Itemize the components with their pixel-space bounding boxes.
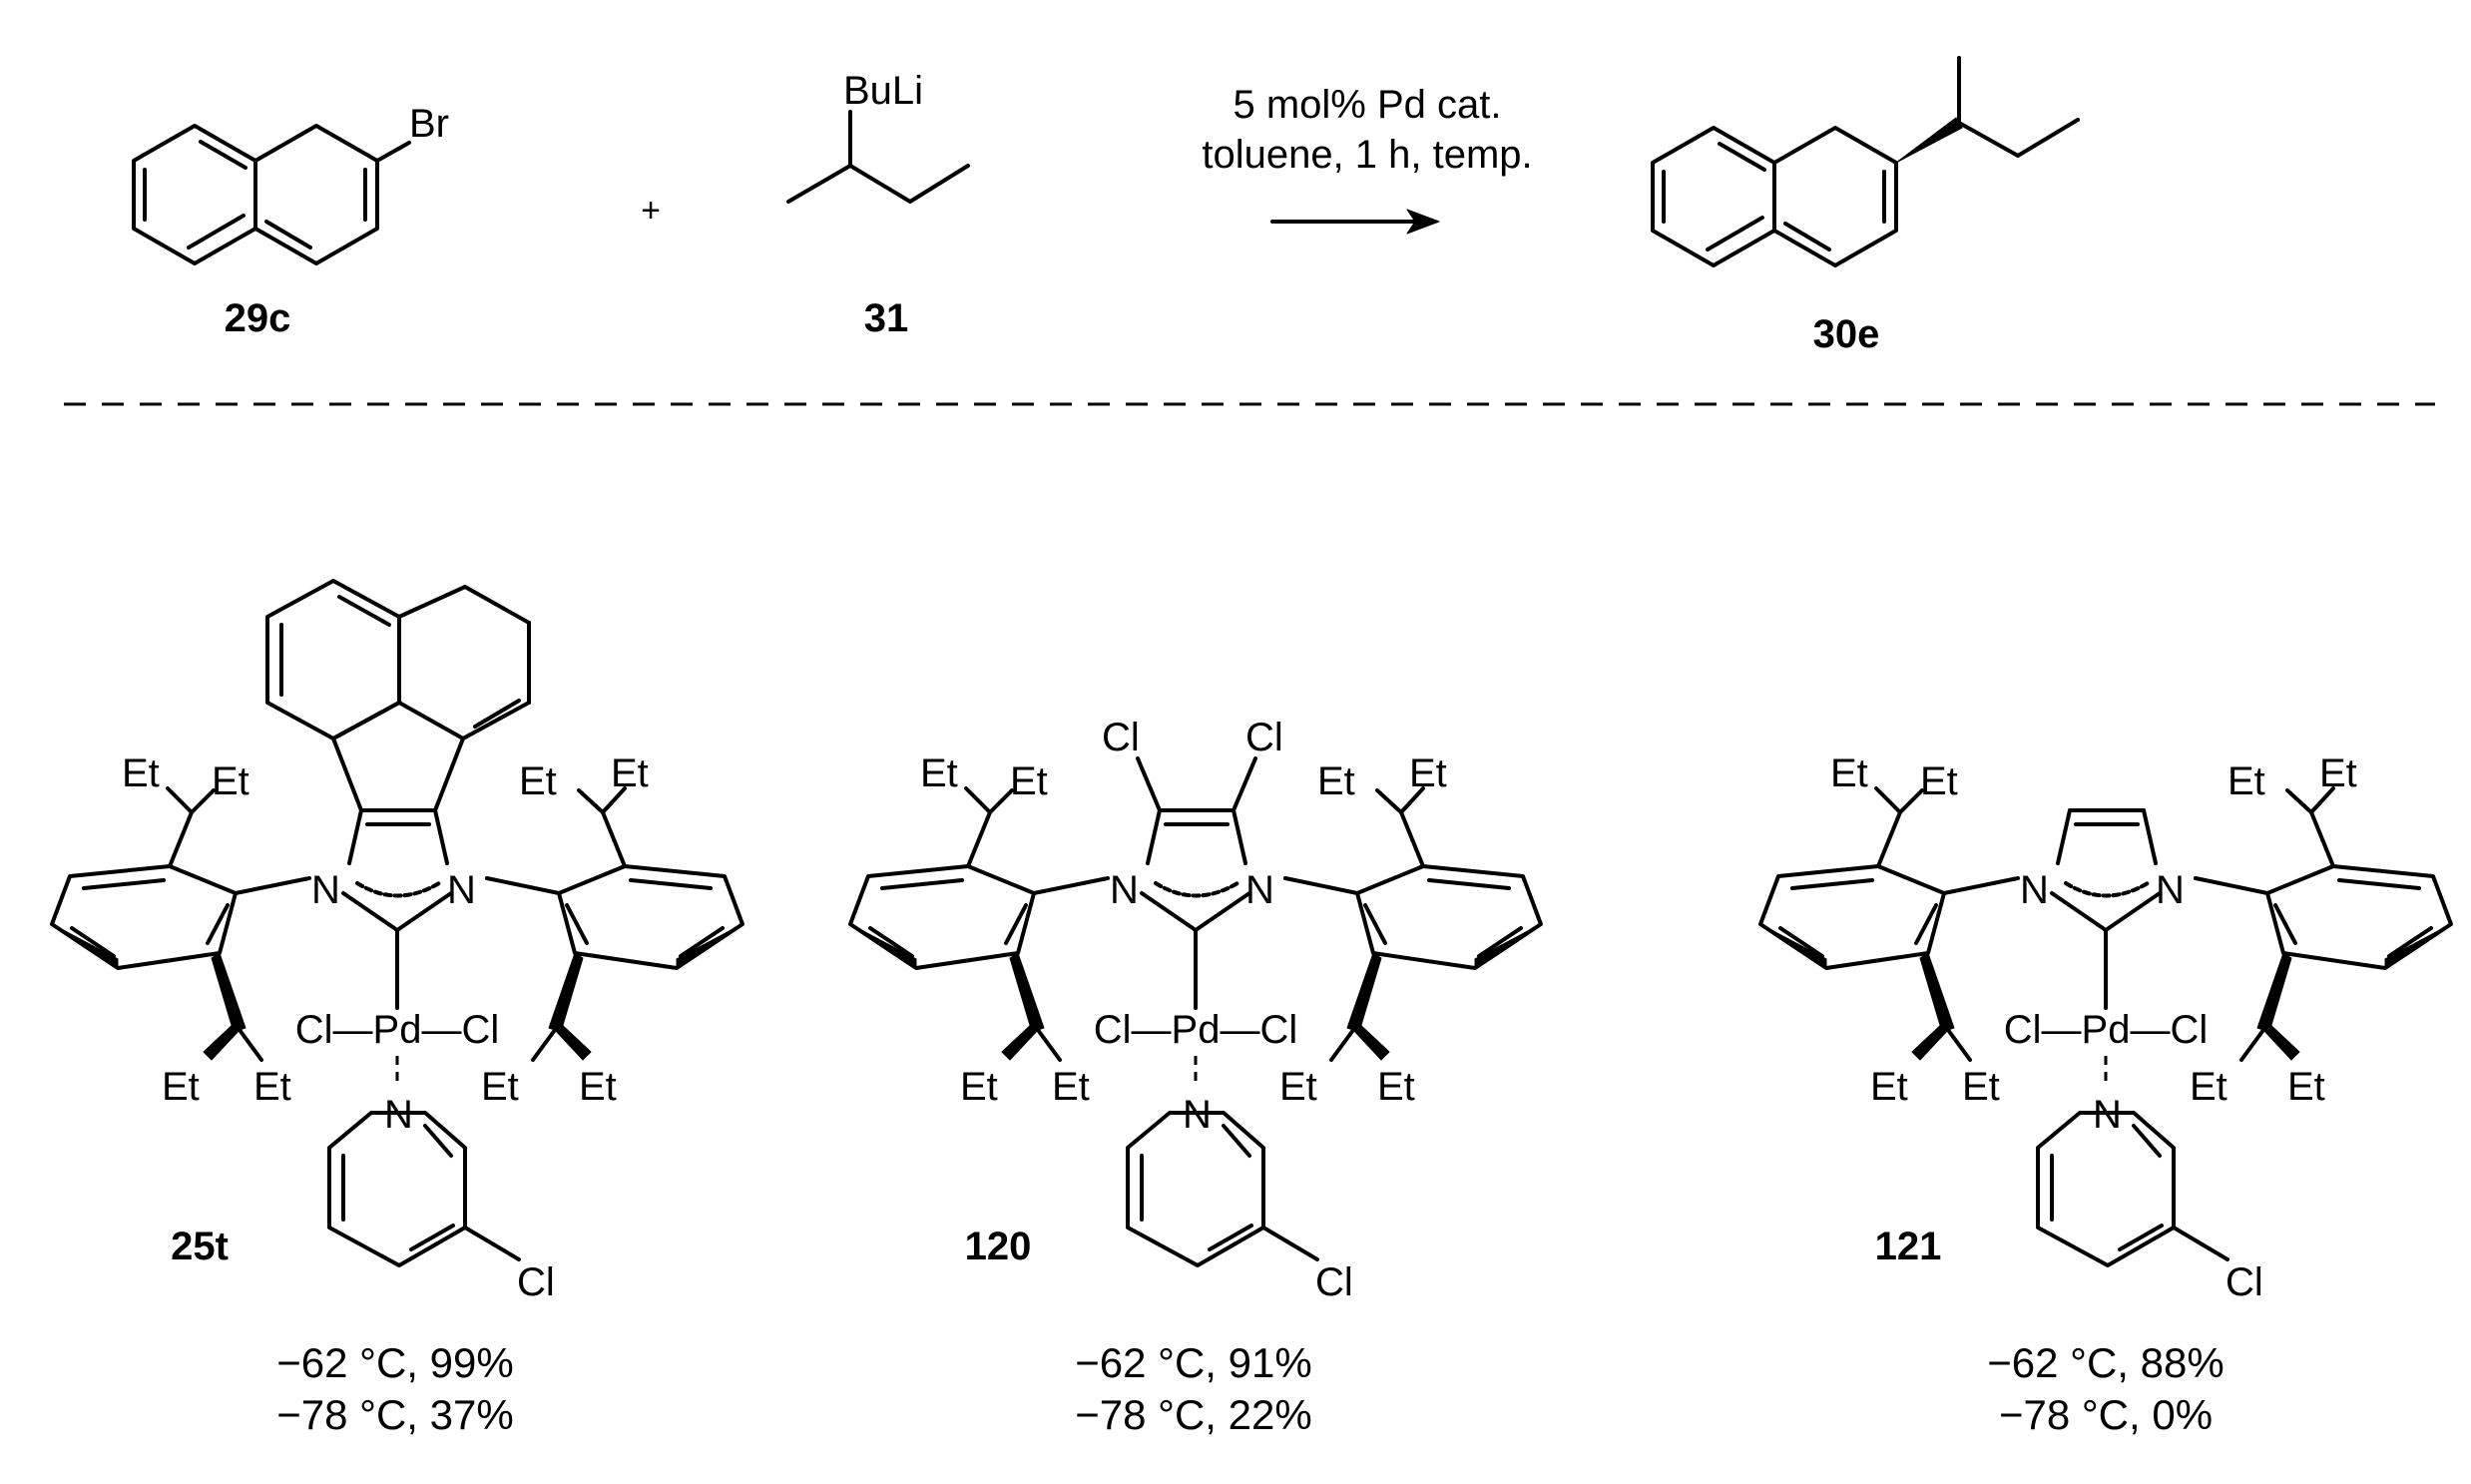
result-121-line-1: −62 °C, 88% [1987,1339,2224,1386]
conditions-line-2: toluene, 1 h, temp. [1202,133,1532,177]
atom-et: Et [1377,1065,1415,1109]
atom-cl: Cl [1315,1260,1353,1304]
atom-n: N [2156,868,2185,912]
atom-et: Et [253,1065,291,1109]
atom-n: N [2020,868,2049,912]
atom-et: Et [122,751,160,795]
atom-n: N [1245,868,1274,912]
compound-label-29c: 29c [225,296,291,340]
catalyst-120: Et Et Et Et N N Cl Cl Et Et Et [848,716,1543,1304]
atom-et: Et [1010,759,1048,803]
atom-n: N [1110,868,1139,912]
compound-label-31: 31 [864,296,909,340]
atom-cl: Cl [1245,716,1283,759]
atom-et: Et [1317,759,1355,803]
atom-et: Et [1409,751,1447,795]
compound-label-30e: 30e [1813,312,1880,356]
atom-cl: Cl [1102,716,1140,759]
result-25t-line-2: −78 °C, 37% [276,1391,513,1438]
catalyst-label-25t: 25t [171,1225,229,1268]
atom-et: Et [1962,1065,2000,1109]
molecule-29c: Br [132,102,449,265]
molecule-31: BuLi [786,69,970,204]
cl-pd-cl: Cl—Pd—Cl [295,1008,499,1052]
atom-et: Et [481,1065,519,1109]
reaction-arrow [1270,209,1440,235]
atom-et: Et [960,1065,998,1109]
catalyst-121: Et Et Et Et N N Et Et Et Et Cl—Pd—Cl [1758,751,2453,1304]
catalyst-label-121: 121 [1875,1225,1942,1268]
result-121-line-2: −78 °C, 0% [1999,1391,2213,1438]
atom-br: Br [409,102,449,146]
plus-sign: + [641,192,661,230]
atom-et: Et [1052,1065,1090,1109]
cl-pd-cl: Cl—Pd—Cl [2004,1008,2208,1052]
atom-n: N [311,868,340,912]
catalyst-label-120: 120 [965,1225,1032,1268]
atom-et: Et [1830,751,1868,795]
atom-et: Et [2227,759,2265,803]
atom-buli: BuLi [843,69,923,113]
atom-et: Et [2319,751,2357,795]
atom-et: Et [519,759,557,803]
atom-et: Et [2287,1065,2325,1109]
atom-et: Et [1279,1065,1317,1109]
atom-et: Et [2190,1065,2227,1109]
atom-et: Et [579,1065,617,1109]
cl-pd-cl: Cl—Pd—Cl [1094,1008,1297,1052]
atom-et: Et [611,751,649,795]
result-25t-line-1: −62 °C, 99% [276,1339,513,1386]
atom-n: N [447,868,476,912]
conditions-line-1: 5 mol% Pd cat. [1233,83,1501,127]
atom-et: Et [920,751,958,795]
atom-et: Et [1870,1065,1908,1109]
atom-et: Et [1920,759,1958,803]
result-120-line-1: −62 °C, 91% [1075,1339,1311,1386]
molecule-30e [1651,56,2080,267]
atom-cl: Cl [517,1260,555,1304]
result-120-line-2: −78 °C, 22% [1075,1391,1311,1438]
catalyst-25t: Et Et Et Et N N Et Et Et Et [50,579,744,1304]
atom-cl: Cl [2225,1260,2263,1304]
atom-et: Et [162,1065,200,1109]
atom-et: Et [212,759,249,803]
